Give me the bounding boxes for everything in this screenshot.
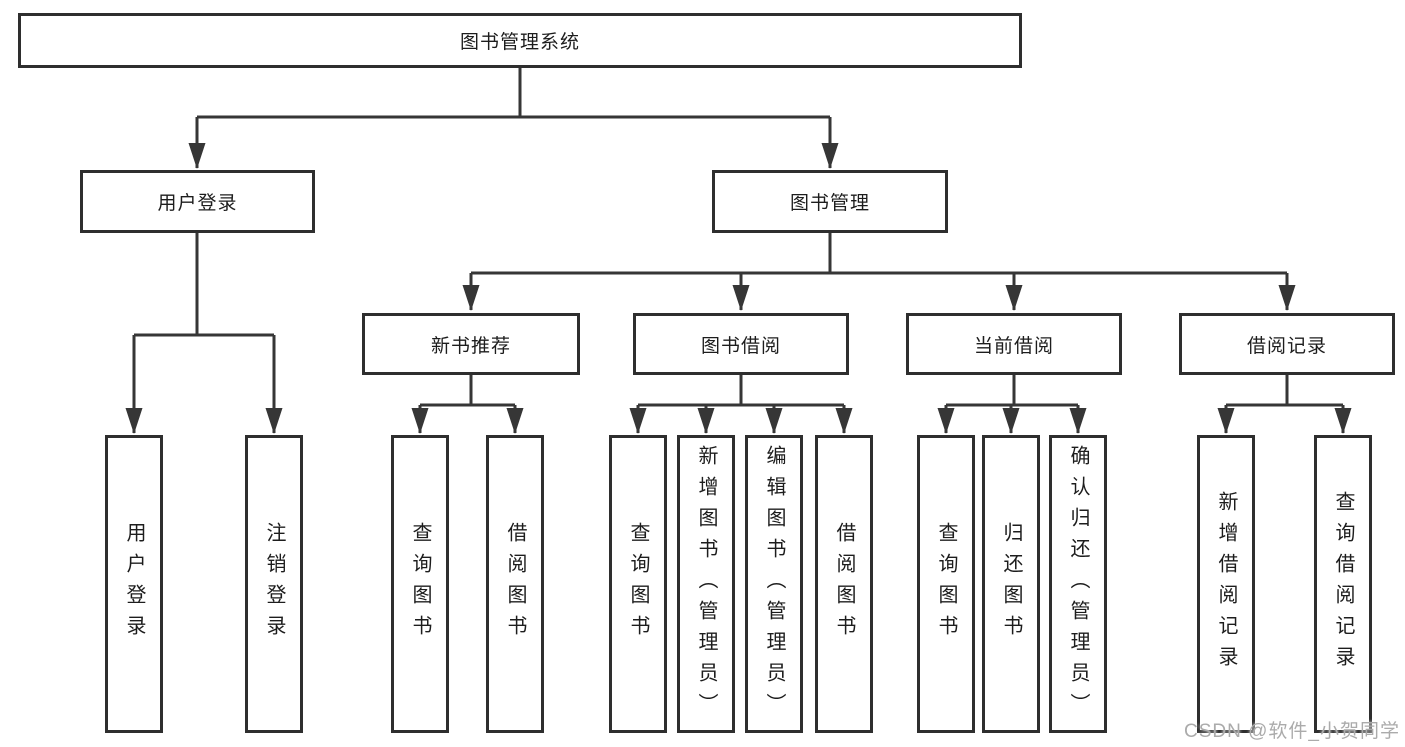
node-book-borrowing: 图书借阅: [633, 313, 849, 375]
node-new-book-recommendation: 新书推荐: [362, 313, 580, 375]
node-label: 确认归还（管理员）: [1067, 444, 1089, 724]
node-recommend-borrow-books: 借阅图书: [486, 435, 544, 733]
node-label: 新书推荐: [430, 335, 511, 357]
node-records-query-borrow-record: 查询借阅记录: [1314, 435, 1372, 733]
node-label: 用户登录: [123, 522, 145, 646]
node-label: 注销登录: [263, 522, 285, 646]
node-logout: 注销登录: [245, 435, 303, 733]
node-label: 用户登录: [157, 193, 238, 214]
node-label: 当前借阅: [973, 335, 1054, 357]
node-book-management-branch: 图书管理: [712, 170, 948, 233]
node-library-management-system: 图书管理系统: [18, 13, 1022, 68]
node-recommend-query-books: 查询图书: [391, 435, 449, 733]
node-label: 新增借阅记录: [1215, 491, 1237, 677]
node-borrow-query-books: 查询图书: [609, 435, 667, 733]
node-current-return-books: 归还图书: [982, 435, 1040, 733]
node-borrow-add-books-admin: 新增图书（管理员）: [677, 435, 735, 733]
node-label: 图书管理: [789, 193, 870, 214]
node-borrow-borrow-books: 借阅图书: [815, 435, 873, 733]
csdn-watermark: CSDN @软件_小贺同学: [1184, 721, 1400, 742]
node-label: 查询图书: [935, 522, 957, 646]
node-current-borrowing: 当前借阅: [906, 313, 1122, 375]
node-borrow-edit-books-admin: 编辑图书（管理员）: [745, 435, 803, 733]
node-records-add-borrow-record: 新增借阅记录: [1197, 435, 1255, 733]
node-label: 图书管理系统: [459, 32, 580, 53]
node-label: 借阅图书: [833, 522, 855, 646]
node-borrowing-records: 借阅记录: [1179, 313, 1395, 375]
node-label: 借阅记录: [1246, 335, 1327, 357]
node-label: 图书借阅: [700, 335, 781, 357]
node-label: 编辑图书（管理员）: [763, 444, 785, 724]
node-user-login-branch: 用户登录: [80, 170, 315, 233]
node-user-login: 用户登录: [105, 435, 163, 733]
node-label: 查询图书: [627, 522, 649, 646]
node-label: 新增图书（管理员）: [695, 444, 717, 724]
node-current-confirm-return-admin: 确认归还（管理员）: [1049, 435, 1107, 733]
node-label: 归还图书: [1000, 522, 1022, 646]
node-current-query-books: 查询图书: [917, 435, 975, 733]
node-label: 借阅图书: [504, 522, 526, 646]
node-label: 查询图书: [409, 522, 431, 646]
node-label: 查询借阅记录: [1332, 491, 1354, 677]
